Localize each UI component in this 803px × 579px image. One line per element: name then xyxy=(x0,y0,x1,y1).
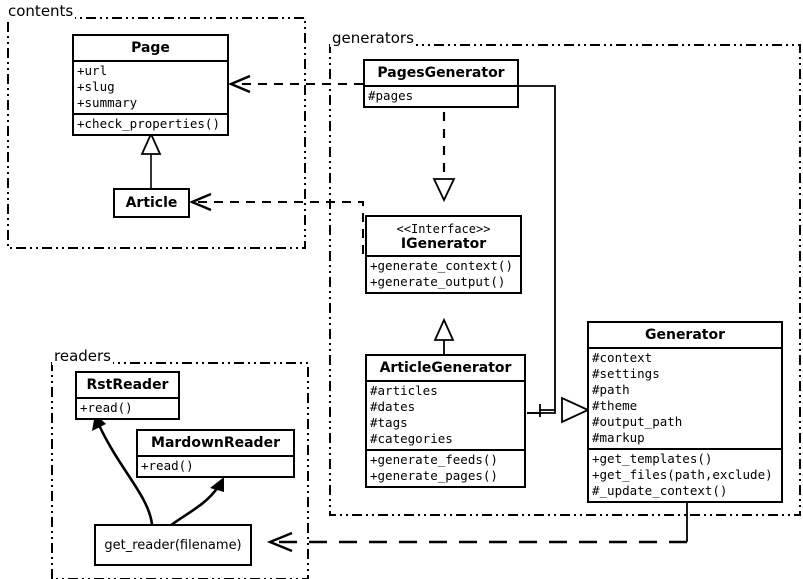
attribute-compartment-pagesgenerator: #pages xyxy=(365,87,517,106)
compartment-divider xyxy=(589,448,781,450)
class-attribute: #theme xyxy=(592,398,638,413)
relation-generators-to-generator xyxy=(519,85,591,424)
compartment-divider xyxy=(74,113,227,115)
package-border-readers xyxy=(51,362,309,579)
class-attribute: #dates xyxy=(370,399,416,414)
attribute-compartment-page: +url +slug +summary xyxy=(74,62,227,113)
class-operation: +generate_context() xyxy=(370,258,513,273)
class-attribute: #articles xyxy=(370,383,438,398)
class-operation: +read() xyxy=(80,400,133,415)
class-operation: +read() xyxy=(141,458,194,473)
class-box-page[interactable]: Page +url +slug +summary +check_properti… xyxy=(72,34,229,136)
function-label-get-reader: get_reader(filename) xyxy=(104,537,242,553)
package-border-contents xyxy=(7,17,306,249)
compartment-divider xyxy=(365,85,517,87)
compartment-divider xyxy=(367,380,524,382)
class-name-article: Article xyxy=(125,195,178,211)
class-attribute: #tags xyxy=(370,415,408,430)
relation-article-to-page xyxy=(140,131,162,188)
compartment-divider xyxy=(77,397,178,399)
class-attribute: +slug xyxy=(77,79,115,94)
package-label-contents: contents xyxy=(6,2,76,20)
function-box-get-reader[interactable]: get_reader(filename) xyxy=(94,524,252,566)
class-name-pagesgenerator: PagesGenerator xyxy=(377,65,505,81)
relation-articlegenerator-to-igenerator xyxy=(433,317,455,355)
class-name-igenerator: IGenerator xyxy=(400,236,487,252)
relation-generator-to-getreader xyxy=(266,503,688,553)
class-stereotype-igenerator: <<Interface>> xyxy=(396,222,491,236)
relation-igenerator-to-article xyxy=(188,192,364,254)
class-attribute: #path xyxy=(592,382,630,397)
class-box-articlegenerator[interactable]: ArticleGenerator #articles #dates #tags … xyxy=(365,354,526,488)
class-box-rstreader[interactable]: RstReader +read() xyxy=(75,371,180,420)
class-operation: +get_files(path,exclude) xyxy=(592,467,773,482)
class-operation: +check_properties() xyxy=(77,116,220,131)
compartment-divider xyxy=(367,449,524,451)
class-attribute: +url xyxy=(77,63,108,78)
relation-pagesgenerator-to-page xyxy=(227,74,363,94)
class-operation: +generate_pages() xyxy=(370,468,498,483)
class-operation: +generate_feeds() xyxy=(370,452,498,467)
package-border-generators xyxy=(329,44,801,516)
class-operation: +generate_output() xyxy=(370,274,506,289)
class-attribute: #markup xyxy=(592,430,645,445)
class-attribute: #categories xyxy=(370,431,453,446)
operation-compartment-igenerator: +generate_context() +generate_output() xyxy=(367,257,520,292)
class-attribute: #context xyxy=(592,350,653,365)
compartment-divider xyxy=(74,60,227,62)
compartment-divider xyxy=(367,255,520,257)
class-attribute: #output_path xyxy=(592,414,683,429)
class-name-generator: Generator xyxy=(644,327,725,343)
class-box-igenerator[interactable]: <<Interface>> IGenerator +generate_conte… xyxy=(365,215,522,294)
class-box-generator[interactable]: Generator #context #settings #path #them… xyxy=(587,321,783,503)
relation-getreader-to-mardownreader xyxy=(169,477,224,528)
class-attribute: #settings xyxy=(592,366,660,381)
operation-compartment-rstreader: +read() xyxy=(77,399,178,418)
class-box-pagesgenerator[interactable]: PagesGenerator #pages xyxy=(363,59,519,108)
operation-compartment-generator: +get_templates() +get_files(path,exclude… xyxy=(589,450,781,501)
class-box-mardownreader[interactable]: MardownReader +read() xyxy=(136,429,295,478)
package-label-readers: readers xyxy=(52,347,113,365)
attribute-compartment-generator: #context #settings #path #theme #output_… xyxy=(589,349,781,448)
class-name-page: Page xyxy=(131,40,170,56)
class-name-articlegenerator: ArticleGenerator xyxy=(379,360,512,376)
package-label-generators: generators xyxy=(330,29,416,47)
class-operation: +get_templates() xyxy=(592,451,713,466)
attribute-compartment-articlegenerator: #articles #dates #tags #categories xyxy=(367,382,524,449)
class-operation: #_update_context() xyxy=(592,483,728,498)
class-name-mardownreader: MardownReader xyxy=(151,435,280,451)
relation-pagesgenerator-to-igenerator xyxy=(432,112,456,203)
operation-compartment-page: +check_properties() xyxy=(74,115,227,134)
class-attribute: +summary xyxy=(77,95,138,110)
compartment-divider xyxy=(589,347,781,349)
compartment-divider xyxy=(138,455,293,457)
class-attribute: #pages xyxy=(368,88,414,103)
operation-compartment-mardownreader: +read() xyxy=(138,457,293,476)
operation-compartment-articlegenerator: +generate_feeds() +generate_pages() xyxy=(367,451,524,486)
class-name-rstreader: RstReader xyxy=(86,377,169,393)
class-box-article[interactable]: Article xyxy=(113,188,190,218)
